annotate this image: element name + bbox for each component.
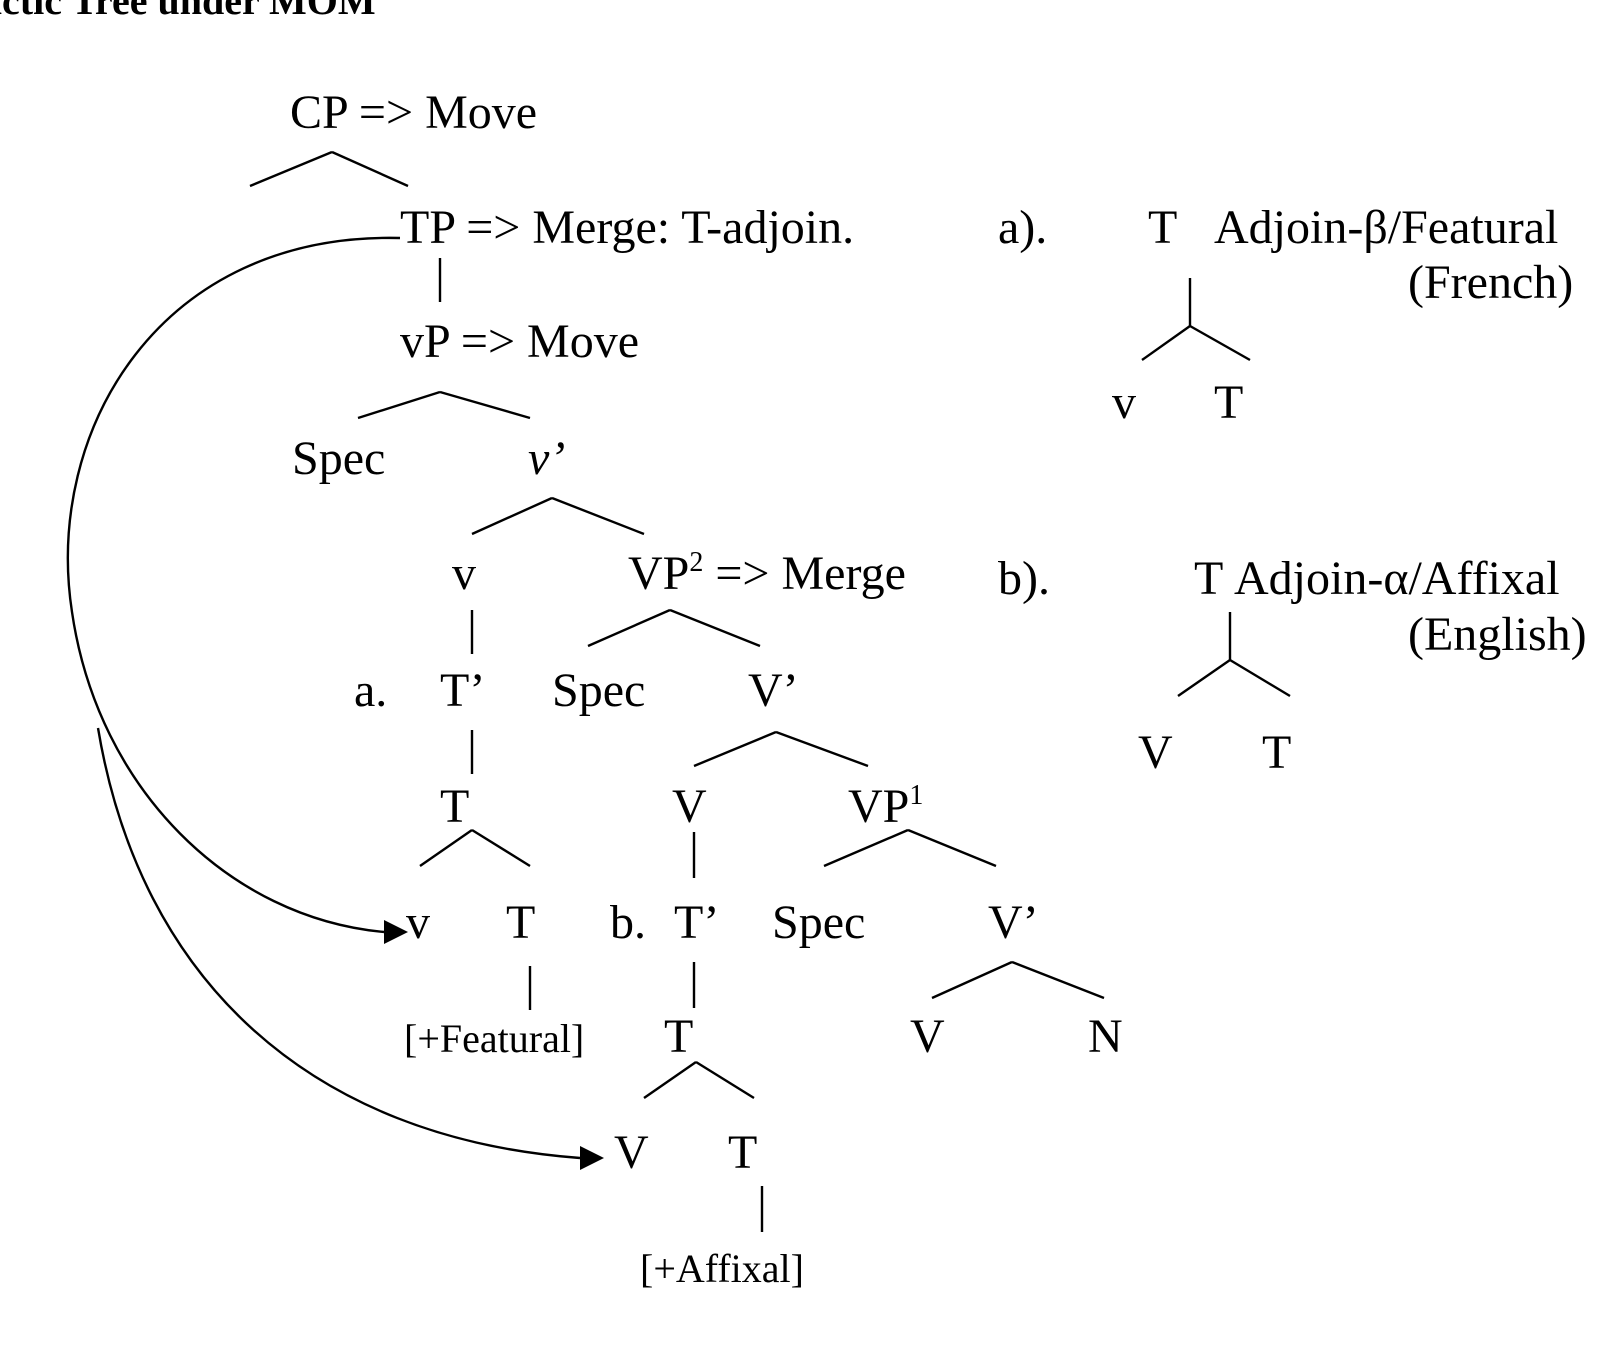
branch-vprime2-left [931,960,1013,1000]
branch-vp2-left [587,608,671,648]
branch-t-a-left [419,829,473,867]
node-v-leaf-3: V [910,1010,945,1063]
arrowhead-v [384,920,408,944]
side-a-right-leaf: T [1214,376,1243,429]
arrowhead-v-affixal [580,1146,604,1170]
side-a-label: a). [998,201,1047,254]
label-a: a. [354,664,387,717]
branch-vp2-right [669,608,761,648]
side-b-right-leaf: T [1262,726,1291,779]
side-b-left-leaf: V [1138,726,1173,779]
node-tp: TP => Merge: T-adjoin. [400,201,854,254]
branch-vprime1-right [775,730,869,768]
node-v-prime-1: V’ [748,664,799,717]
node-v-2: V [672,780,707,833]
branch-vprime2-right [1011,960,1105,1000]
node-vp2-superscript: 2 [689,547,703,578]
node-cp: CP => Move [290,86,537,139]
node-vp2: VP2 => Merge [628,547,906,600]
node-v-prime-2: V’ [988,896,1039,949]
side-figure-b: b). T Adjoin-α/Affixal (English) V T [998,552,1587,779]
arrow-tp-to-v [66,236,401,934]
side-b-label: b). [998,552,1050,605]
branch-t-a-right [471,828,531,868]
node-t-leaf-b: T [728,1126,757,1179]
side-b-branch-left [1177,659,1231,697]
side-a-head: T [1148,201,1177,254]
side-b-head: T [1194,552,1223,605]
node-vp1-label: VP [848,780,909,833]
side-a-language: (French) [1408,256,1573,309]
branch-vp1-right [907,828,997,868]
node-vp1: VP1 [848,780,923,833]
node-v-head: v [452,547,476,600]
node-vp2-label: VP [628,547,689,600]
node-t-b: T [664,1010,693,1063]
node-t-prime-b: T’ [674,896,719,949]
branch-vbar-right [551,496,645,536]
tree-branches [249,150,1105,1232]
branch-vp-left [357,390,441,420]
branch-vbar-left [471,496,553,536]
arrow-to-v-affixal [96,727,581,1160]
node-n-leaf: N [1088,1010,1123,1063]
side-a-branch-left [1141,325,1191,361]
side-a-branch-right [1189,324,1251,362]
side-a-left-leaf: v [1112,376,1136,429]
branch-cp-left [249,150,333,188]
side-b-branch-right [1229,658,1291,698]
node-spec-2: Spec [552,664,645,717]
node-vp1-superscript: 1 [909,780,923,811]
side-a-caption: Adjoin-β/Featural [1214,201,1558,254]
node-t-a: T [440,780,469,833]
node-t-prime-a: T’ [440,664,485,717]
node-v-bar: v’ [528,432,565,485]
branch-vp-right [439,390,531,420]
feature-affixal: [+Affixal] [640,1246,804,1291]
side-b-language: (English) [1408,608,1587,661]
node-v-small-leaf: v [406,896,430,949]
node-vp2-operation: => Merge [703,547,906,600]
node-spec-3: Spec [772,896,865,949]
node-spec-1: Spec [292,432,385,485]
branch-t-b-left [643,1061,697,1099]
side-b-caption: Adjoin-α/Affixal [1234,552,1560,605]
node-v-leaf-b: V [614,1126,649,1179]
branch-cp-right [331,150,409,188]
node-small-vp: vP => Move [400,315,639,368]
diagram-title: actic Tree under MOM [0,0,376,23]
branch-t-b-right [695,1060,755,1100]
feature-featural: [+Featural] [404,1016,584,1061]
branch-vp1-left [823,828,909,868]
node-t-leaf-a: T [506,896,535,949]
branch-vprime1-left [693,730,777,768]
side-figure-a: a). T Adjoin-β/Featural (French) v T [998,201,1573,429]
movement-arrows [66,236,604,1170]
label-b: b. [610,896,646,949]
